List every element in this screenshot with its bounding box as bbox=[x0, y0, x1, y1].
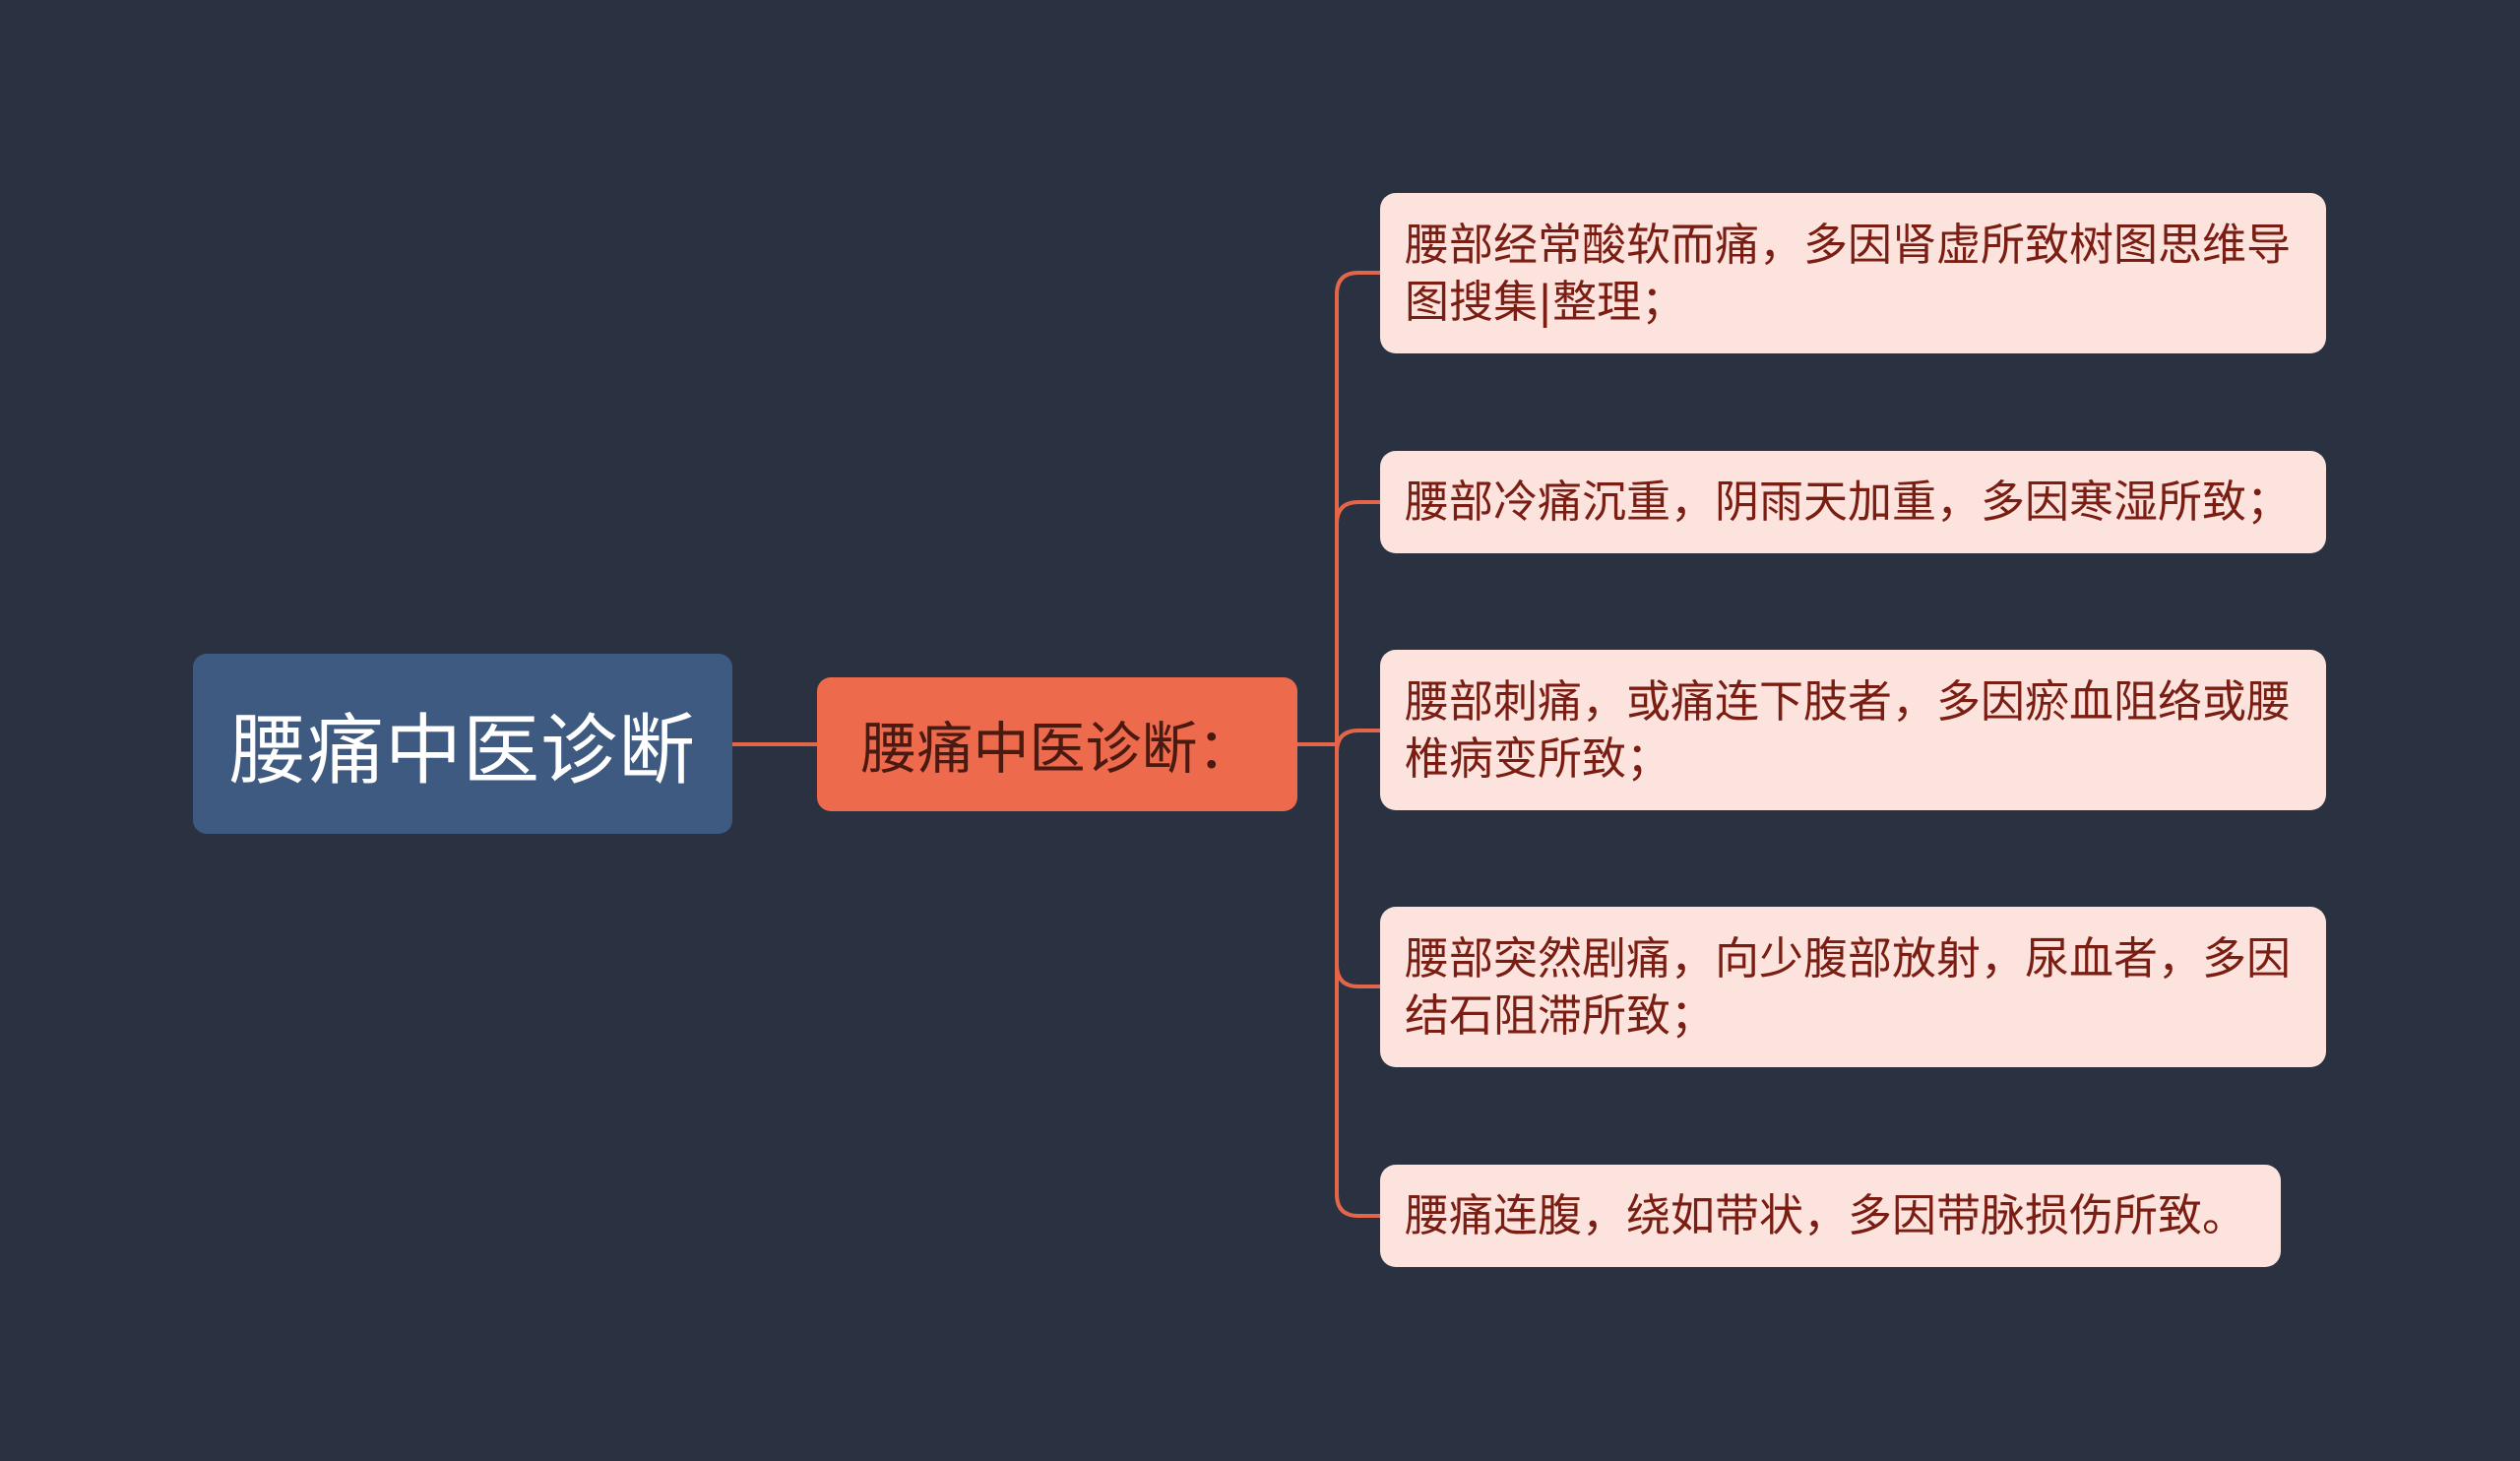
leaf-label-1: 腰部经常酸软而痛，多因肾虚所致树图思维导图搜集|整理； bbox=[1405, 218, 2292, 328]
leaf-node-4[interactable]: 腰部突然剧痛，向少腹部放射，尿血者，多因结石阻滞所致； bbox=[1380, 907, 2326, 1067]
connector-leaf-1 bbox=[1335, 271, 1380, 295]
connector-leaf-5 bbox=[1335, 1193, 1380, 1218]
leaf-node-1[interactable]: 腰部经常酸软而痛，多因肾虚所致树图思维导图搜集|整理； bbox=[1380, 193, 2326, 353]
branch-node[interactable]: 腰痛中医诊断： bbox=[817, 677, 1297, 811]
connector-leaf-4 bbox=[1335, 964, 1380, 988]
leaf-label-3: 腰部刺痛，或痛连下肢者，多因瘀血阻络或腰椎病变所致； bbox=[1405, 674, 2292, 785]
leaf-node-5[interactable]: 腰痛连腹，绕如带状，多因带脉损伤所致。 bbox=[1380, 1165, 2281, 1267]
leaf-label-2: 腰部冷痛沉重，阴雨天加重，多因寒湿所致； bbox=[1405, 476, 2292, 528]
leaf-label-4: 腰部突然剧痛，向少腹部放射，尿血者，多因结石阻滞所致； bbox=[1405, 931, 2292, 1042]
leaf-node-2[interactable]: 腰部冷痛沉重，阴雨天加重，多因寒湿所致； bbox=[1380, 451, 2326, 553]
branch-label: 腰痛中医诊断： bbox=[860, 717, 1254, 782]
root-node[interactable]: 腰痛中医诊断 bbox=[193, 654, 732, 834]
leaf-node-3[interactable]: 腰部刺痛，或痛连下肢者，多因瘀血阻络或腰椎病变所致； bbox=[1380, 650, 2326, 810]
connector-leaf-3 bbox=[1335, 729, 1380, 753]
leaf-label-5: 腰痛连腹，绕如带状，多因带脉损伤所致。 bbox=[1405, 1189, 2247, 1241]
root-label: 腰痛中医诊断 bbox=[228, 706, 696, 795]
connector-leaf-2 bbox=[1335, 500, 1380, 525]
